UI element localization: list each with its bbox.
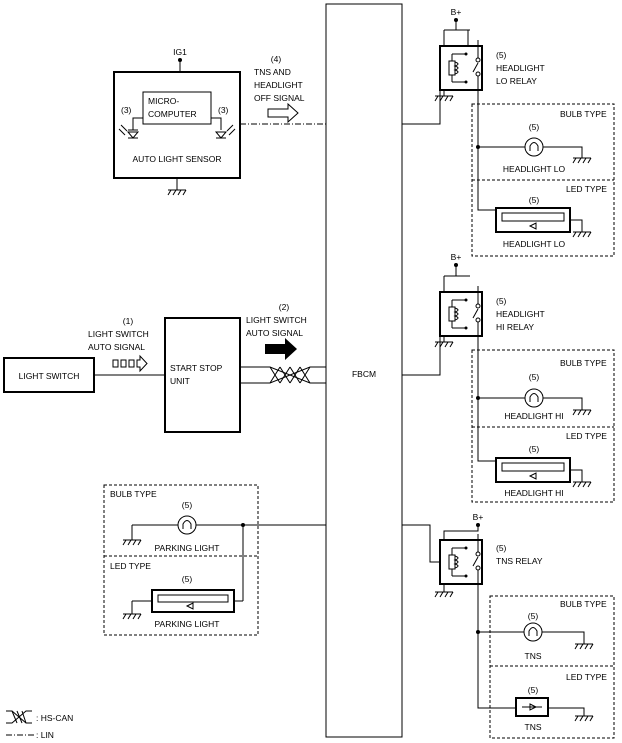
ground-icon xyxy=(574,715,594,722)
ground-icon xyxy=(572,409,592,416)
ground-icon xyxy=(434,591,454,598)
signal1-ref: (1) xyxy=(123,316,134,326)
tns-relay-ref: (5) xyxy=(496,543,507,553)
lo-led-ref: (5) xyxy=(529,195,540,205)
hs-can-twisted-pair xyxy=(261,366,319,384)
ground-icon xyxy=(167,189,187,196)
hi-relay-label-1: HEADLIGHT xyxy=(496,309,545,319)
lo-bulb-label: HEADLIGHT LO xyxy=(503,164,566,174)
tns-bulb-ref: (5) xyxy=(528,611,539,621)
ground-icon xyxy=(572,231,592,238)
lo-bplus: B+ xyxy=(451,7,462,17)
parking-bulb-label: PARKING LIGHT xyxy=(154,543,219,553)
led-icon xyxy=(522,703,542,711)
lo-relay-ref: (5) xyxy=(496,50,507,60)
fbcm-module xyxy=(325,3,403,738)
parking-bulb-type-label: BULB TYPE xyxy=(110,489,157,499)
tns-bulb-label: TNS xyxy=(525,651,542,661)
headlight-hi-led-module xyxy=(495,457,571,483)
signal2-line1: LIGHT SWITCH xyxy=(246,315,307,325)
signal4-line3: OFF SIGNAL xyxy=(254,93,305,103)
tns-group xyxy=(489,595,615,739)
lo-bulb-ref: (5) xyxy=(529,122,540,132)
legend-lin: : LIN xyxy=(36,730,54,740)
hi-led-ref: (5) xyxy=(529,444,540,454)
hi-bulb-label: HEADLIGHT HI xyxy=(504,411,563,421)
signal4-line2: HEADLIGHT xyxy=(254,80,303,90)
tns-led-ref: (5) xyxy=(528,685,539,695)
parking-bulb-ref: (5) xyxy=(182,500,193,510)
start-stop-label-1: START STOP xyxy=(170,363,223,373)
start-stop-label-2: UNIT xyxy=(170,376,190,386)
sensor-ref-left: (3) xyxy=(121,105,132,115)
signal4-line1: TNS AND xyxy=(254,67,291,77)
hi-bplus: B+ xyxy=(451,252,462,262)
arrow-right-outline-icon xyxy=(267,102,299,124)
start-stop-unit-box xyxy=(164,317,241,433)
pulse-arrow-icon xyxy=(112,354,148,373)
ground-icon xyxy=(434,95,454,102)
microcomputer-label-1: MICRO- xyxy=(148,96,179,106)
ground-icon xyxy=(572,157,592,164)
lo-led-type-label: LED TYPE xyxy=(566,184,607,194)
tns-bulb-icon xyxy=(523,622,543,642)
parking-led-type-label: LED TYPE xyxy=(110,561,151,571)
ground-icon xyxy=(574,643,594,650)
headlight-lo-bulb-icon xyxy=(524,137,544,157)
tns-bulb-type-label: BULB TYPE xyxy=(560,599,607,609)
parking-led-ref: (5) xyxy=(182,574,193,584)
lo-relay-label-1: HEADLIGHT xyxy=(496,63,545,73)
light-switch-label: LIGHT SWITCH xyxy=(19,371,80,381)
led-icon xyxy=(528,472,537,480)
tns-led-type-label: LED TYPE xyxy=(566,672,607,682)
tns-relay xyxy=(439,533,483,585)
photodiode-left-icon xyxy=(118,124,140,139)
light-switch-box xyxy=(3,357,95,393)
hi-bulb-type-label: BULB TYPE xyxy=(560,358,607,368)
arrow-right-filled-icon xyxy=(265,338,297,360)
auto-light-sensor-label: AUTO LIGHT SENSOR xyxy=(133,154,222,164)
legend-hs-can: : HS-CAN xyxy=(36,713,73,723)
lo-led-label: HEADLIGHT LO xyxy=(503,239,566,249)
headlight-lo-led-module xyxy=(495,207,571,233)
ground-icon xyxy=(572,481,592,488)
hi-relay-ref: (5) xyxy=(496,296,507,306)
parking-led-label: PARKING LIGHT xyxy=(154,619,219,629)
signal4-ref: (4) xyxy=(271,54,282,64)
hi-led-type-label: LED TYPE xyxy=(566,431,607,441)
headlight-lo-relay xyxy=(439,39,483,91)
tns-led-label: TNS xyxy=(525,722,542,732)
led-icon xyxy=(528,222,537,230)
ground-icon xyxy=(122,539,142,546)
sensor-ref-right: (3) xyxy=(218,105,229,115)
lo-relay-label-2: LO RELAY xyxy=(496,76,537,86)
microcomputer-box xyxy=(142,91,212,125)
fbcm-label: FBCM xyxy=(352,369,376,379)
ig1-label: IG1 xyxy=(173,47,187,57)
hi-bulb-ref: (5) xyxy=(529,372,540,382)
signal1-line2: AUTO SIGNAL xyxy=(88,342,145,352)
ground-icon xyxy=(122,613,142,620)
lo-bulb-type-label: BULB TYPE xyxy=(560,109,607,119)
signal2-line2: AUTO SIGNAL xyxy=(246,328,303,338)
tns-relay-label: TNS RELAY xyxy=(496,556,543,566)
hi-group xyxy=(471,349,615,503)
microcomputer-label-2: COMPUTER xyxy=(148,109,197,119)
parking-bulb-icon xyxy=(177,515,197,535)
parking-light-group xyxy=(103,484,259,636)
hi-led-label: HEADLIGHT HI xyxy=(504,488,563,498)
ground-icon xyxy=(434,341,454,348)
led-icon xyxy=(185,602,194,610)
headlight-hi-bulb-icon xyxy=(524,388,544,408)
hs-can-legend-icon xyxy=(6,710,32,724)
signal2-ref: (2) xyxy=(279,302,290,312)
photodiode-right-icon xyxy=(214,124,236,139)
tns-bplus: B+ xyxy=(473,512,484,522)
signal1-line1: LIGHT SWITCH xyxy=(88,329,149,339)
hi-relay-label-2: HI RELAY xyxy=(496,322,534,332)
auto-light-sensor-box xyxy=(113,71,241,179)
headlight-hi-relay xyxy=(439,285,483,337)
